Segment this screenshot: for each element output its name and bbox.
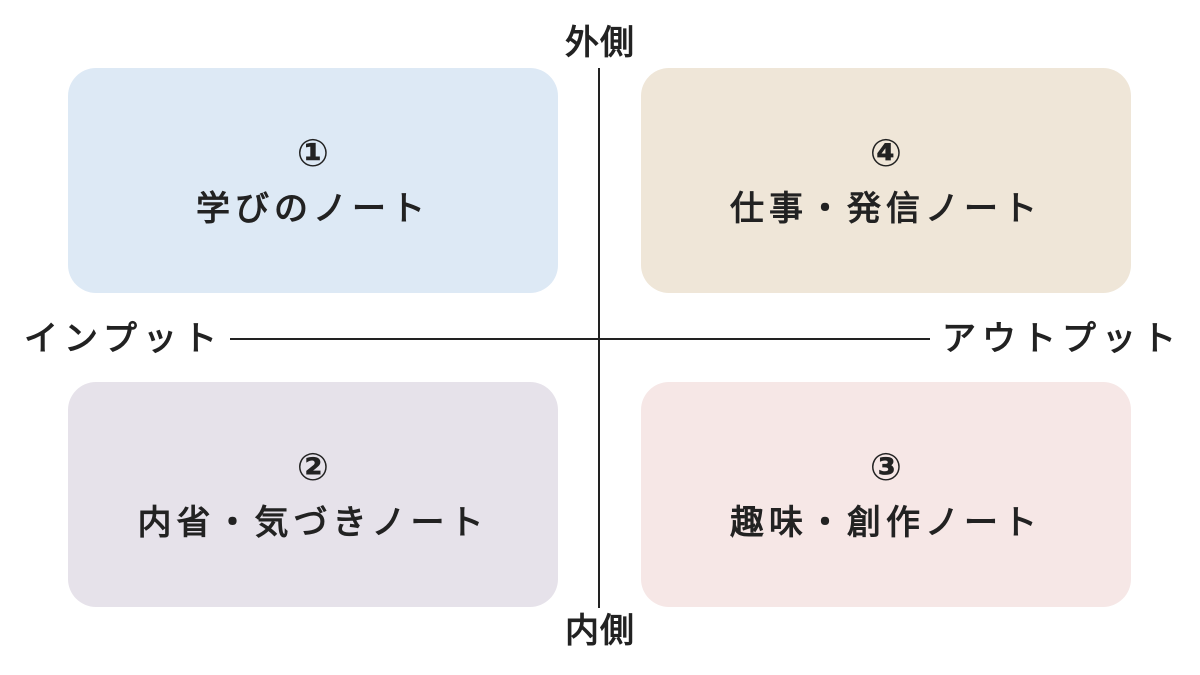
quadrant-work-notes: ④ 仕事・発信ノート [641, 68, 1131, 293]
quadrant-title: 趣味・創作ノート [730, 502, 1042, 543]
quadrant-number: ③ [869, 445, 903, 490]
quadrant-number: ④ [869, 131, 903, 176]
quadrant-learning-notes: ① 学びのノート [68, 68, 558, 293]
quadrant-title: 学びのノート [196, 188, 430, 229]
quadrant-number: ② [296, 445, 330, 490]
quadrant-number: ① [296, 131, 330, 176]
axis-label-outside: 外側 [565, 23, 635, 63]
axis-label-output: アウトプット [942, 319, 1182, 359]
quadrant-title: 内省・気づきノート [137, 502, 489, 543]
axis-label-input: インプット [24, 319, 223, 359]
quadrant-hobby-notes: ③ 趣味・創作ノート [641, 382, 1131, 607]
quadrant-reflection-notes: ② 内省・気づきノート [68, 382, 558, 607]
quadrant-title: 仕事・発信ノート [730, 188, 1042, 229]
axis-label-inside: 内側 [565, 611, 635, 651]
horizontal-axis [230, 338, 930, 340]
